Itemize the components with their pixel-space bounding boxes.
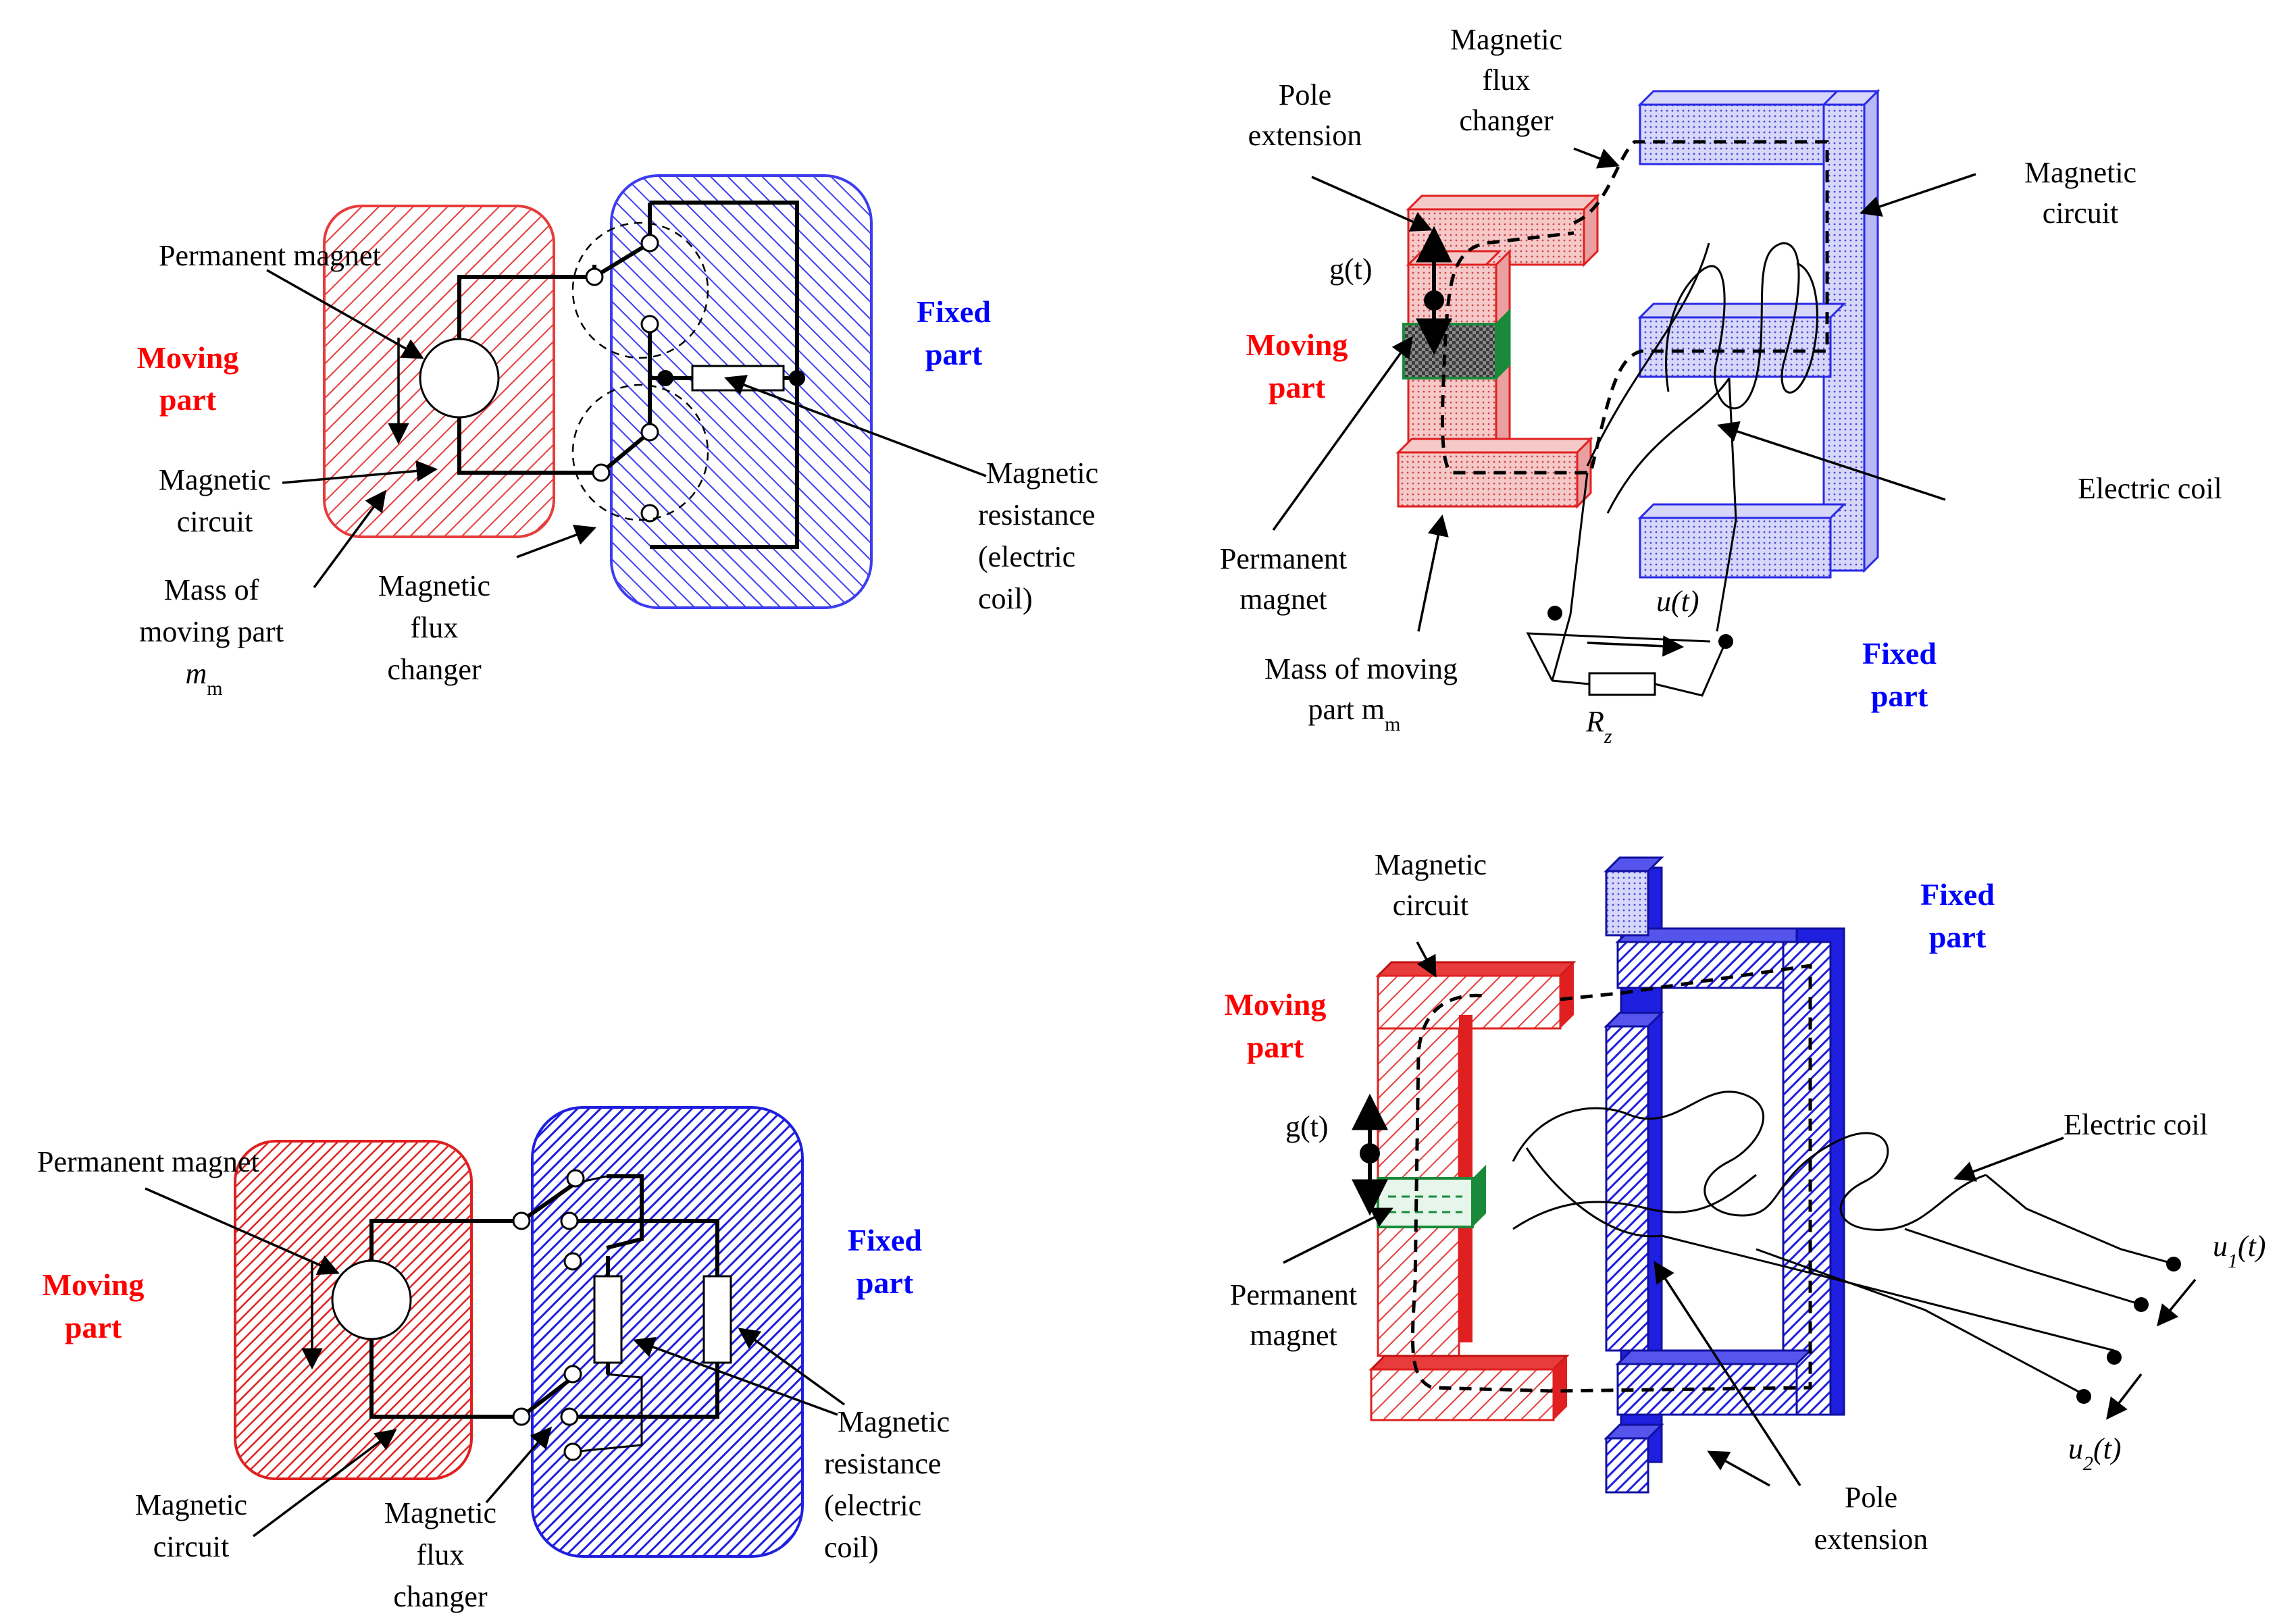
fixed-part-label: Fixed	[1862, 636, 1937, 671]
voltage-label: u(t)	[1656, 585, 1699, 618]
permanent-magnet-label: Permanent magnet	[37, 1145, 259, 1178]
svg-text:magnet: magnet	[1250, 1319, 1337, 1352]
magnetic-flux-path	[1441, 140, 1829, 475]
panel-bottom-right: Magnetic circuit Fixed part Moving part …	[1225, 848, 2266, 1556]
svg-text:coil): coil)	[978, 582, 1033, 615]
fixed-part-label: Fixed	[917, 294, 991, 329]
load-resistor-rz	[1588, 672, 1656, 696]
svg-text:(electric: (electric	[978, 540, 1075, 573]
svg-text:part: part	[1247, 1030, 1304, 1064]
flux-changer-circle-bottom	[571, 384, 709, 521]
permanent-magnet-label: Permanent	[1230, 1278, 1357, 1311]
svg-text:circuit: circuit	[177, 505, 253, 538]
gap-label: g(t)	[1329, 253, 1373, 286]
load-resistor-label: Rz	[1585, 705, 1612, 748]
moving-part-label: Moving	[137, 340, 239, 375]
magnetic-resistance-label: Magnetic	[838, 1405, 950, 1438]
fixed-part-label: Fixed	[1920, 877, 1995, 912]
permanent-magnet-block	[1402, 323, 1497, 379]
electric-coil-winding	[1665, 242, 1818, 410]
magnetic-circuit-label: Magnetic	[135, 1488, 247, 1521]
svg-text:part: part	[1871, 679, 1928, 713]
svg-text:extension: extension	[1248, 119, 1362, 152]
svg-text:changer: changer	[393, 1580, 488, 1613]
svg-text:part: part	[1269, 370, 1326, 404]
pole-extension-label: Pole	[1845, 1481, 1897, 1514]
svg-text:part: part	[856, 1265, 914, 1300]
svg-text:resistance: resistance	[824, 1447, 941, 1480]
moving-part-label: Moving	[43, 1267, 145, 1302]
flux-changer-label: Magnetic	[378, 569, 490, 602]
svg-text:circuit: circuit	[153, 1530, 229, 1563]
flux-changer-switch-top	[593, 241, 651, 279]
moving-part-label: Moving	[1246, 328, 1348, 362]
svg-text:resistance: resistance	[978, 498, 1095, 531]
svg-text:(electric: (electric	[824, 1489, 921, 1522]
svg-text:coil): coil)	[824, 1531, 879, 1564]
svg-text:changer: changer	[1459, 104, 1554, 137]
svg-text:part: part	[925, 337, 983, 371]
permanent-magnet-block	[1377, 1177, 1474, 1228]
magnetic-resistance-coil-outer	[702, 1275, 732, 1364]
flux-changer-switch-bottom	[600, 430, 651, 475]
svg-text:circuit: circuit	[2043, 197, 2118, 230]
svg-text:part: part	[65, 1310, 122, 1344]
magnetic-circuit-label: Magnetic	[159, 463, 271, 496]
magnetic-resistance-coil-inner	[593, 1275, 623, 1364]
svg-text:extension: extension	[1814, 1523, 1928, 1556]
svg-text:changer: changer	[387, 653, 482, 686]
svg-text:part: part	[159, 382, 217, 417]
gap-label: g(t)	[1285, 1110, 1329, 1143]
svg-text:part mm: part mm	[1308, 693, 1401, 735]
flux-changer-circle-top	[571, 221, 709, 359]
svg-text:moving part: moving part	[139, 615, 284, 648]
mass-of-moving-part-label: Mass of	[164, 573, 259, 606]
permanent-magnet-label: Permanent magnet	[159, 239, 381, 272]
magnetic-resistance-label: Magnetic	[986, 456, 1098, 490]
voltage-u2-label: u2(t)	[2068, 1432, 2122, 1475]
magnetic-circuit-label: Magnetic	[2024, 156, 2136, 189]
svg-text:mm: mm	[185, 657, 222, 700]
magnetic-resistance-coil	[691, 365, 785, 392]
panel-bottom-left: Permanent magnet Moving part Fixed part …	[37, 1106, 950, 1613]
moving-magnetic-core	[1368, 961, 1577, 1421]
panel-top-right: Magnetic flux changer Pole extension Mag…	[1220, 23, 2222, 748]
electric-coil-label: Electric coil	[2078, 472, 2222, 505]
pole-extension-label: Pole	[1279, 78, 1331, 111]
permanent-magnet-label: Permanent	[1220, 542, 1347, 575]
permanent-magnet	[331, 1259, 412, 1340]
moving-part-label: Moving	[1225, 987, 1327, 1022]
flux-changer-label: Magnetic	[384, 1496, 496, 1529]
svg-text:flux: flux	[417, 1538, 465, 1571]
fixed-magnetic-core	[1604, 856, 1845, 1494]
fixed-part-label: Fixed	[848, 1223, 922, 1257]
flux-changer-label: Magnetic	[1450, 23, 1562, 56]
svg-text:circuit: circuit	[1393, 889, 1468, 922]
svg-text:flux: flux	[411, 611, 459, 644]
permanent-magnet	[419, 338, 500, 419]
voltage-u1-label: u1(t)	[2213, 1230, 2266, 1272]
electric-coil-label: Electric coil	[2064, 1108, 2208, 1141]
svg-text:magnet: magnet	[1239, 583, 1327, 616]
fixed-magnetic-core	[1637, 88, 1880, 579]
magnetic-circuit-label: Magnetic	[1375, 848, 1487, 881]
magnetic-flux-path	[1410, 964, 1812, 1393]
panel-top-left: Permanent magnet Moving part Fixed part …	[137, 174, 1098, 700]
svg-text:flux: flux	[1483, 63, 1531, 97]
svg-text:part: part	[1929, 920, 1987, 954]
electric-coil-winding	[1512, 1091, 1987, 1231]
mass-of-moving-part-label: Mass of moving	[1264, 652, 1458, 685]
